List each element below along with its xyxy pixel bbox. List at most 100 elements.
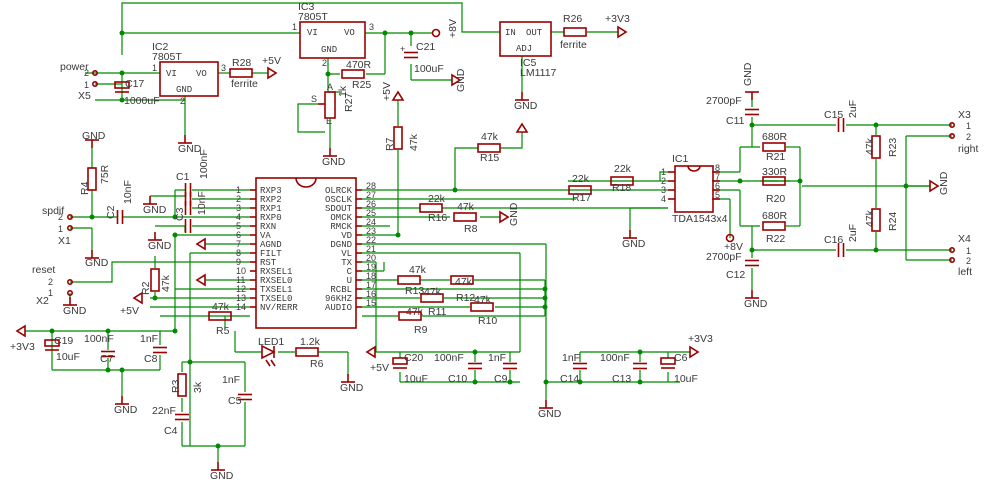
connector-x5[interactable]: power 2 1 X5 xyxy=(60,61,98,102)
svg-text:X5: X5 xyxy=(78,90,91,102)
svg-text:680R: 680R xyxy=(762,210,788,222)
svg-text:C19: C19 xyxy=(54,335,73,347)
svg-text:R9: R9 xyxy=(414,324,428,336)
ic1-pin-number: 8 xyxy=(715,163,720,173)
svg-text:22k: 22k xyxy=(572,173,590,185)
power-symbols: GND GND GND GND GND GND GND GND GND GND … xyxy=(10,13,950,482)
connector-x4[interactable]: X4 1 2 left xyxy=(948,233,972,278)
svg-text:47k: 47k xyxy=(864,209,876,227)
svg-text:R22: R22 xyxy=(766,233,785,245)
mid-passives: R4 75R C2 10nF C1 100nF C3 10nF R2 47k 4… xyxy=(79,126,634,370)
ic4-pin-name: U xyxy=(347,276,352,286)
svg-text:R17: R17 xyxy=(572,192,591,204)
svg-text:2: 2 xyxy=(966,256,971,266)
ic4-pin-name: AGND xyxy=(260,240,282,250)
ic4-pin-number: 11 xyxy=(236,275,245,285)
svg-text:680R: 680R xyxy=(762,131,788,143)
svg-text:IN: IN xyxy=(505,28,516,38)
ic4-pin-number: 15 xyxy=(366,298,376,308)
svg-text:22nF: 22nF xyxy=(152,405,176,417)
ic4-pin-number: 19 xyxy=(366,262,376,272)
svg-text:47k: 47k xyxy=(212,301,230,313)
svg-text:100nF: 100nF xyxy=(600,352,630,364)
ic4-pin-name: TXSEL0 xyxy=(260,294,292,304)
ic4-pin-name: 96KHZ xyxy=(325,294,353,304)
ic4-pin-name: OMCK xyxy=(330,213,352,223)
ic4-pin-name: TXSEL1 xyxy=(260,285,292,295)
svg-text:OUT: OUT xyxy=(526,28,543,38)
svg-text:GND: GND xyxy=(538,408,562,420)
svg-text:+5V: +5V xyxy=(120,305,139,317)
svg-text:2: 2 xyxy=(322,58,327,68)
ic4-pin-number: 25 xyxy=(366,208,376,218)
svg-text:1: 1 xyxy=(966,246,971,256)
ic4-pin-name: C xyxy=(347,267,353,277)
svg-text:R6: R6 xyxy=(310,358,324,370)
svg-text:C1: C1 xyxy=(176,171,190,183)
ic4-pin-name: RXSEL1 xyxy=(260,267,292,277)
svg-text:47k: 47k xyxy=(424,286,442,298)
svg-text:R27: R27 xyxy=(343,93,355,112)
svg-text:VI: VI xyxy=(166,69,177,79)
svg-text:reset: reset xyxy=(32,264,55,276)
svg-text:GND: GND xyxy=(514,100,538,112)
svg-text:R13: R13 xyxy=(405,285,424,297)
svg-text:+8V: +8V xyxy=(447,19,459,38)
svg-text:47k: 47k xyxy=(409,264,427,276)
connector-x2[interactable]: reset 2 1 X2 xyxy=(32,264,73,307)
svg-text:GND: GND xyxy=(744,298,768,310)
ic1-pin-number: 2 xyxy=(661,176,666,186)
ic1-pin-number: 5 xyxy=(715,190,720,200)
svg-text:left: left xyxy=(958,266,972,278)
svg-text:X2: X2 xyxy=(36,295,49,307)
svg-text:R24: R24 xyxy=(887,212,899,231)
svg-text:GND: GND xyxy=(143,204,167,216)
ic1-pin-number: 7 xyxy=(715,172,720,182)
connector-x3[interactable]: X3 1 2 right xyxy=(948,109,979,155)
svg-text:VI: VI xyxy=(307,28,318,38)
svg-text:C4: C4 xyxy=(164,425,178,437)
ic4-pin-name: RST xyxy=(260,258,277,268)
svg-text:10nF: 10nF xyxy=(196,191,208,215)
svg-text:2: 2 xyxy=(180,96,185,106)
svg-text:3k: 3k xyxy=(192,381,204,393)
ic4-pin-name: DGND xyxy=(330,240,352,250)
connector-x1[interactable]: spdif 2 1 X1 xyxy=(42,205,73,247)
svg-text:R25: R25 xyxy=(352,79,371,91)
ic4-pin-name: RCBL xyxy=(330,285,352,295)
svg-text:GND: GND xyxy=(455,68,467,92)
svg-text:+5V: +5V xyxy=(262,55,281,67)
svg-text:2700pF: 2700pF xyxy=(706,95,742,107)
ic4-pin-name: VA xyxy=(260,231,271,241)
svg-text:47k: 47k xyxy=(408,133,420,151)
svg-text:C16: C16 xyxy=(824,234,843,246)
svg-text:7805T: 7805T xyxy=(298,11,328,23)
ic4-pin-number: 24 xyxy=(366,217,376,227)
svg-text:C10: C10 xyxy=(448,373,467,385)
svg-text:R3: R3 xyxy=(170,379,182,393)
wires xyxy=(25,2,952,462)
svg-text:GND: GND xyxy=(622,238,646,250)
svg-text:GND: GND xyxy=(322,156,346,168)
ic4-pin-number: 13 xyxy=(236,293,246,303)
svg-text:IC5: IC5 xyxy=(520,57,537,69)
ic4-pin-number: 21 xyxy=(366,244,376,254)
ic4-pin-number: 3 xyxy=(236,203,241,213)
svg-text:1: 1 xyxy=(292,22,297,32)
svg-text:C3: C3 xyxy=(174,207,186,221)
ic4-pin-number: 7 xyxy=(236,239,241,249)
svg-text:IC2: IC2 xyxy=(152,41,169,53)
svg-text:ferrite: ferrite xyxy=(231,78,258,90)
svg-text:+3V3: +3V3 xyxy=(688,333,713,345)
svg-text:75R: 75R xyxy=(99,164,111,184)
ic1-pin-number: 3 xyxy=(661,185,666,195)
svg-text:C9: C9 xyxy=(494,373,508,385)
svg-text:10uF: 10uF xyxy=(674,373,698,385)
svg-text:2: 2 xyxy=(48,277,53,287)
svg-text:IC3: IC3 xyxy=(298,1,315,13)
svg-text:+5V: +5V xyxy=(381,82,393,101)
svg-text:R26: R26 xyxy=(563,13,582,25)
svg-text:X3: X3 xyxy=(958,109,971,121)
